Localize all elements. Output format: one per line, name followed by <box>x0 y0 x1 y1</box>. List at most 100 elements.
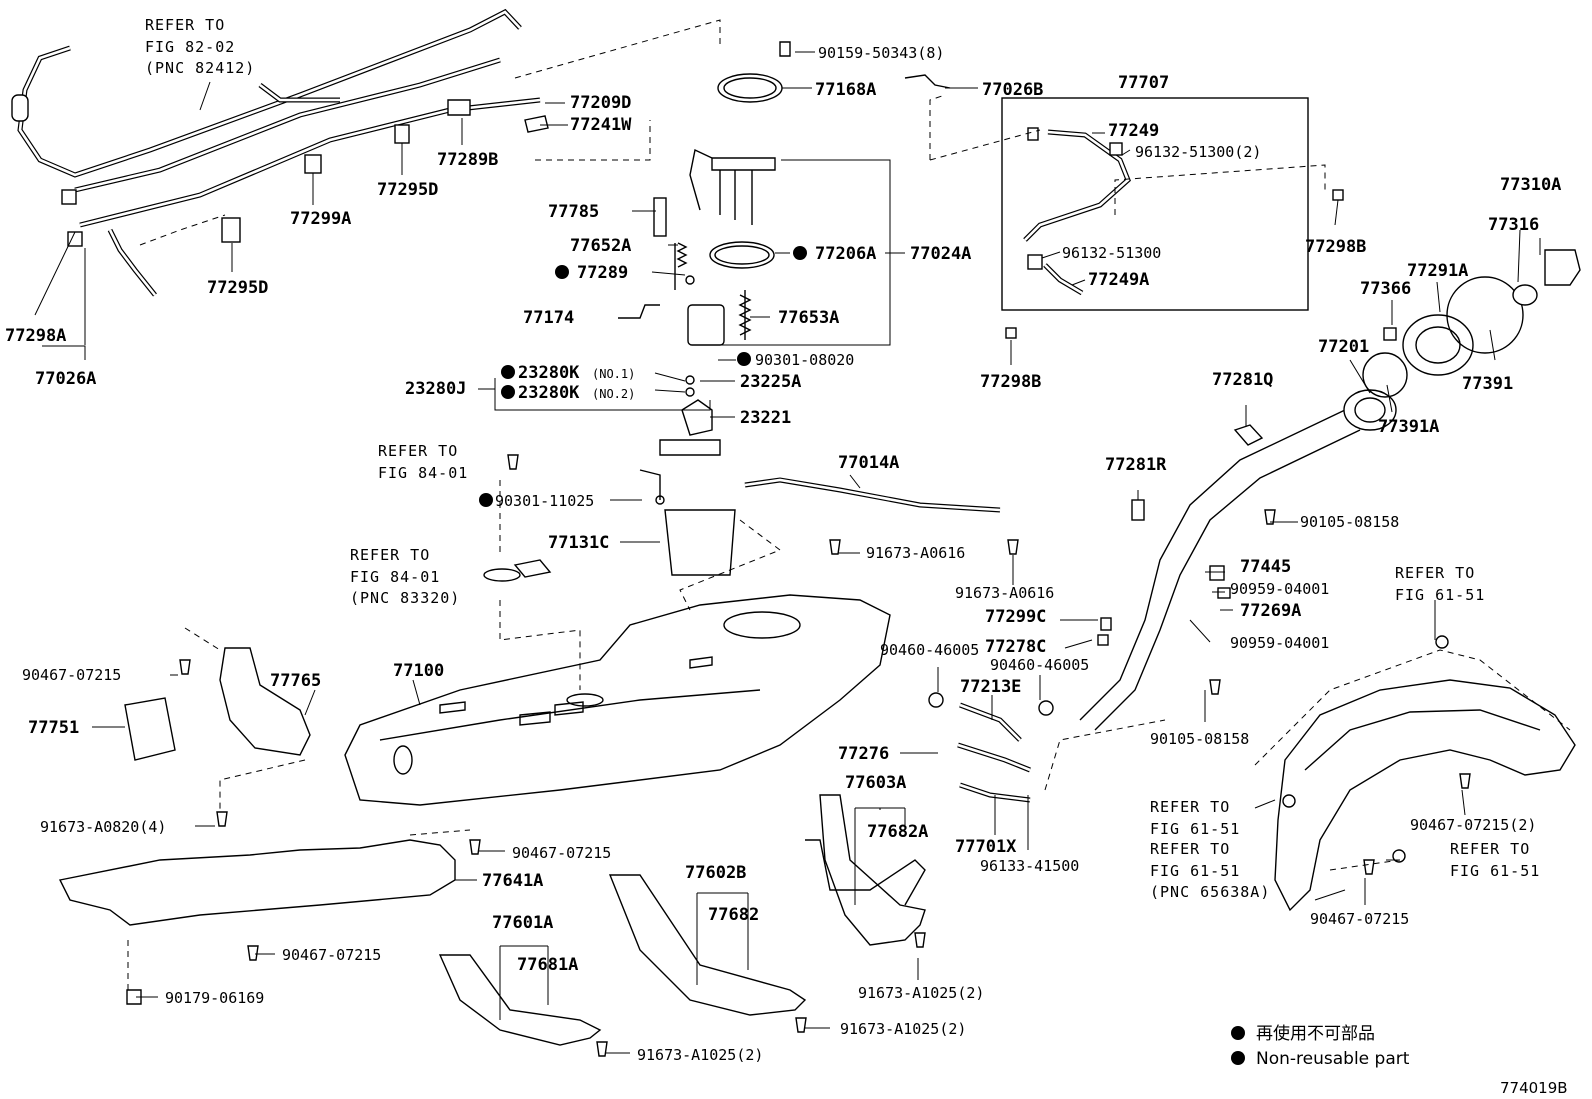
ref-note-line: FIG 84-01 <box>378 464 468 482</box>
part-number: 77249 <box>1108 121 1159 141</box>
heat-shield <box>58 647 456 926</box>
part-number: 90959-04001 <box>1230 634 1329 652</box>
part-number: 77298B <box>1305 237 1366 257</box>
part-number: 77310A <box>1500 175 1561 195</box>
ref-note-line: FIG 61-51 <box>1450 862 1540 880</box>
ref-note-line: (PNC 82412) <box>145 59 255 77</box>
part-number: 23280K <box>518 363 580 383</box>
part-number: 77681A <box>517 955 578 975</box>
part-number: 77168A <box>815 80 876 100</box>
clamp-icon <box>304 154 322 174</box>
clip-icon <box>61 189 77 205</box>
part-number: 77213E <box>960 677 1021 697</box>
ref-note-line: (PNC 83320) <box>350 589 460 607</box>
bullet-icon <box>793 246 807 260</box>
part-number: 77014A <box>838 453 899 473</box>
part-number: 77298B <box>980 372 1041 392</box>
part-number: 91673-A1025(2) <box>840 1020 966 1038</box>
part-number: 90301-08020 <box>755 351 854 369</box>
ref-note-line: REFER TO <box>378 442 458 460</box>
bullet-icon <box>501 385 515 399</box>
part-number: 77652A <box>570 236 631 256</box>
part-number: 77366 <box>1360 279 1411 299</box>
ref-note-line: FIG 84-01 <box>350 568 440 586</box>
part-number: 77751 <box>28 718 79 738</box>
part-number: 77785 <box>548 202 599 222</box>
part-number: 77603A <box>845 773 906 793</box>
part-number: 77765 <box>270 671 321 691</box>
part-number: 77206A <box>815 244 876 264</box>
part-number: 96132-51300 <box>1062 244 1161 262</box>
part-number: 90460-46005 <box>880 641 979 659</box>
clamp-icon <box>394 124 410 144</box>
part-number: 90467-07215 <box>512 844 611 862</box>
fuel-pump-assembly <box>618 41 951 576</box>
part-number: 90179-06169 <box>165 989 264 1007</box>
ref-note-line: REFER TO <box>350 546 430 564</box>
ref-note-line: FIG 61-51 <box>1150 862 1240 880</box>
bullet-icon <box>479 493 493 507</box>
legend: 再使用不可部品 Non-reusable part <box>1231 1023 1410 1069</box>
bracket-icon <box>653 197 667 237</box>
part-number: 77641A <box>482 871 543 891</box>
part-number: 77100 <box>393 661 444 681</box>
fuel-tank <box>344 594 891 806</box>
ref-note-line: (PNC 65638A) <box>1150 883 1270 901</box>
part-number: 90105-08158 <box>1150 730 1249 748</box>
part-number: 90959-04001 <box>1230 580 1329 598</box>
ref-note-line: FIG 82-02 <box>145 38 235 56</box>
part-number: 90467-07215(2) <box>1410 816 1536 834</box>
part-number: 91673-A1025(2) <box>858 984 984 1002</box>
part-number: 90159-50343(8) <box>818 44 944 62</box>
part-number: 77024A <box>910 244 971 264</box>
legend-label: Non-reusable part <box>1256 1049 1410 1069</box>
part-number: 77299C <box>985 607 1046 627</box>
clamp-icon <box>221 217 241 243</box>
ref-note-line: REFER TO <box>1395 564 1475 582</box>
part-number: 77174 <box>523 308 574 328</box>
reference-notes: REFER TO FIG 82-02 (PNC 82412) REFER TO … <box>145 16 1540 901</box>
part-number: 23280J <box>405 379 466 399</box>
part-number: 77682 <box>708 905 759 925</box>
part-drawings <box>11 8 1581 1057</box>
part-number: 77289B <box>437 150 498 170</box>
part-number: 77391 <box>1462 374 1513 394</box>
ref-note-line: REFER TO <box>1150 840 1230 858</box>
legend-label: 再使用不可部品 <box>1256 1023 1375 1044</box>
ref-note-line: REFER TO <box>145 16 225 34</box>
part-number: 77291A <box>1407 261 1468 281</box>
part-number: 23280K <box>518 383 580 403</box>
vent-hose-assembly <box>1001 97 1344 339</box>
part-number: 91673-A0616 <box>955 584 1054 602</box>
part-number: 77241W <box>570 115 632 135</box>
bullet-icon <box>555 265 569 279</box>
part-number: 77131C <box>548 533 609 553</box>
part-number: 77269A <box>1240 601 1301 621</box>
part-number: 77653A <box>778 308 839 328</box>
clip-icon <box>67 231 83 247</box>
bullet-icon <box>1231 1026 1245 1040</box>
part-number: 77281R <box>1105 455 1167 475</box>
part-number: 77276 <box>838 744 889 764</box>
part-number: (NO.1) <box>592 367 635 381</box>
part-number: 77026A <box>35 369 96 389</box>
part-number: 77289 <box>577 263 628 283</box>
part-number: 77445 <box>1240 557 1291 577</box>
part-number: 91673-A1025(2) <box>637 1046 763 1064</box>
ref-note-line: FIG 61-51 <box>1150 820 1240 838</box>
part-number: 77249A <box>1088 270 1149 290</box>
leader-lines <box>34 51 1541 1054</box>
clip-icon <box>447 99 471 116</box>
part-number: 77209D <box>570 93 631 113</box>
filler-neck <box>1079 249 1581 731</box>
part-number: 90105-08158 <box>1300 513 1399 531</box>
part-number: 91673-A0820(4) <box>40 818 166 836</box>
part-number: 90467-07215 <box>1310 910 1409 928</box>
part-number: 77295D <box>377 180 438 200</box>
part-labels: 90159-50343(8) 77168A 77026B 77707 77209… <box>5 44 1561 1064</box>
tank-straps <box>438 794 926 1046</box>
part-number: 77602B <box>685 863 746 883</box>
part-number: 90301-11025 <box>495 492 594 510</box>
grommet-icon <box>11 94 29 122</box>
